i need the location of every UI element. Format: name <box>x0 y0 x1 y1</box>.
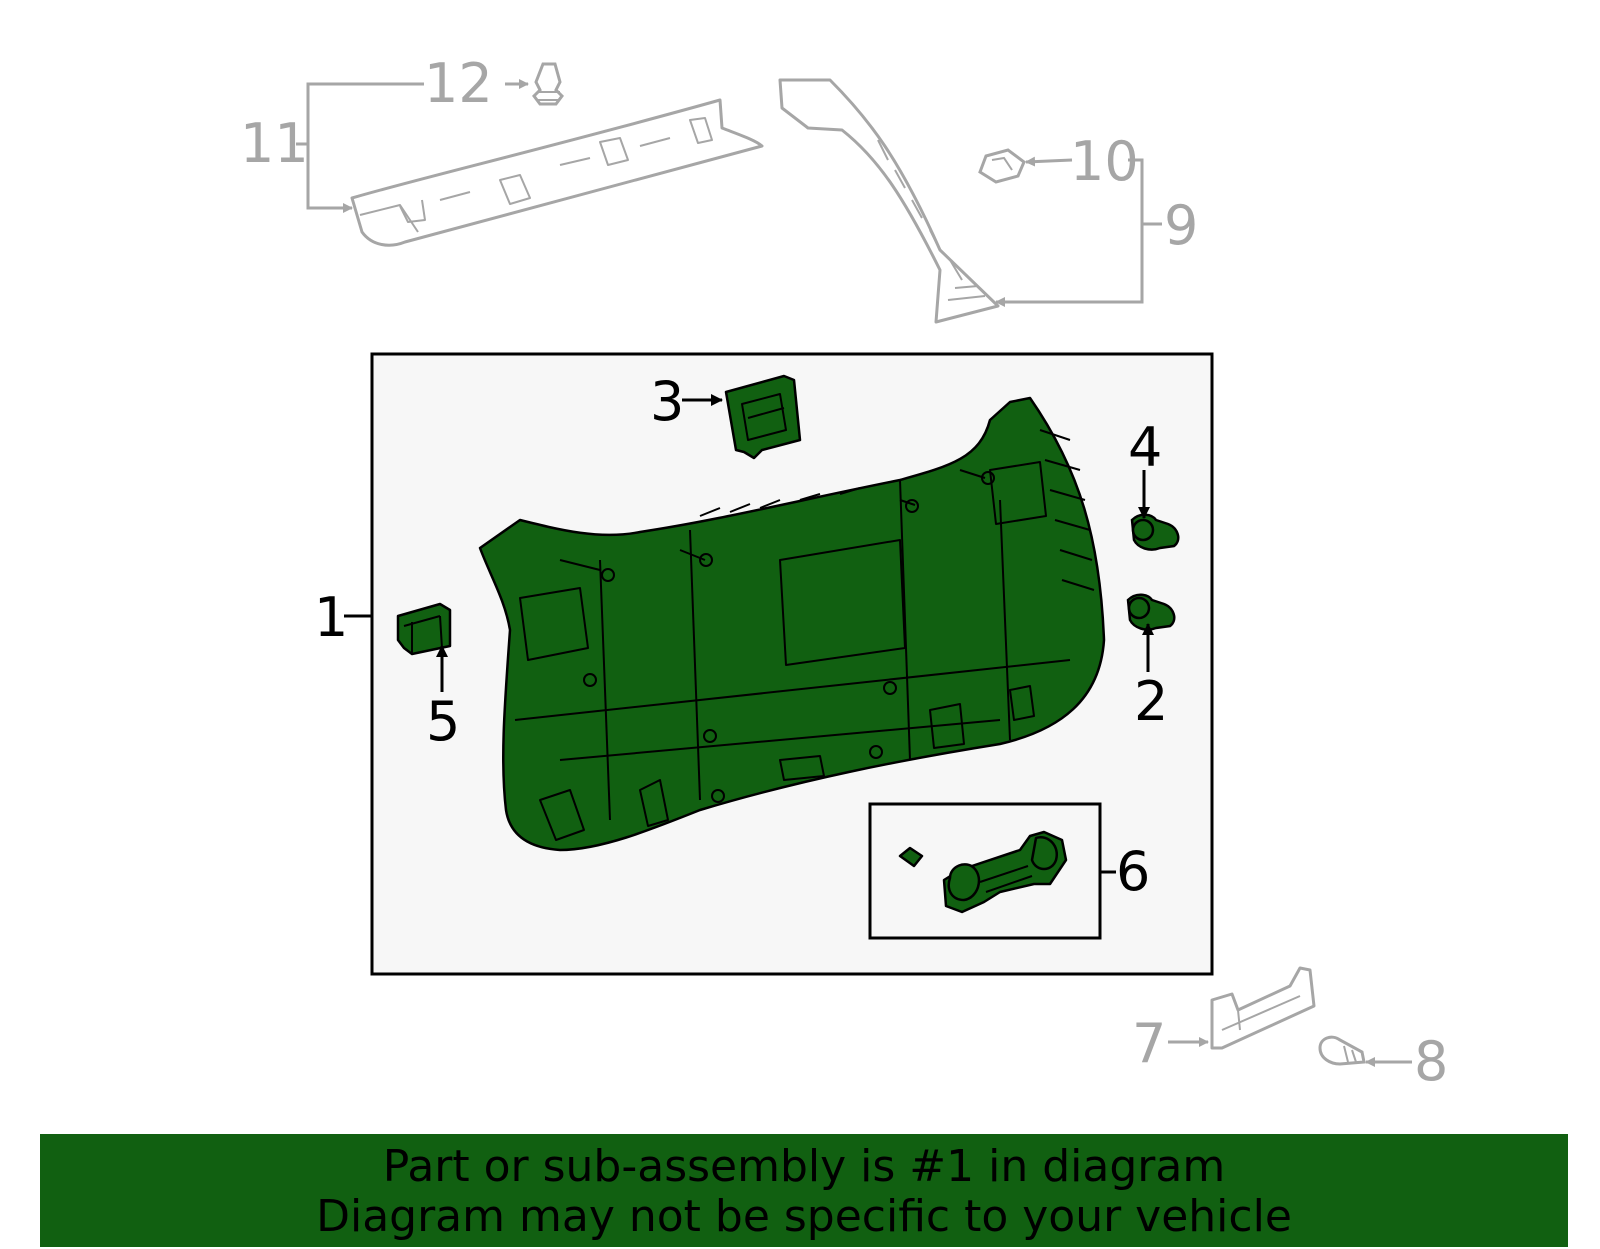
grey-lower-leader-lines <box>1168 1037 1412 1067</box>
callout-3: 3 <box>650 370 684 433</box>
callout-12: 12 <box>424 52 493 115</box>
callout-10: 10 <box>1070 130 1139 193</box>
pillar-garnish-part-9 <box>778 78 1000 324</box>
callout-7: 7 <box>1132 1012 1166 1075</box>
callout-11: 11 <box>240 112 309 175</box>
grey-leader-lines <box>296 79 1162 307</box>
screw-part-8 <box>1318 1035 1366 1066</box>
callout-1: 1 <box>314 586 348 649</box>
cover-part-3 <box>724 374 802 460</box>
info-banner: Part or sub-assembly is #1 in diagram Di… <box>40 1134 1568 1247</box>
banner-line-2: Diagram may not be specific to your vehi… <box>316 1191 1292 1242</box>
back-door-trim-board-part-1 <box>478 396 1106 852</box>
callout-4: 4 <box>1128 416 1162 479</box>
black-leader-lines <box>344 394 1154 874</box>
callout-5: 5 <box>426 690 460 753</box>
callout-2: 2 <box>1134 670 1168 733</box>
upper-trim-strip-part-11 <box>350 98 764 247</box>
callout-8: 8 <box>1414 1030 1448 1093</box>
bracket-part-7 <box>1210 966 1316 1050</box>
push-clip-part-12 <box>532 62 564 106</box>
banner-line-1: Part or sub-assembly is #1 in diagram <box>382 1141 1226 1192</box>
callout-9: 9 <box>1164 194 1198 257</box>
callout-6: 6 <box>1116 840 1150 903</box>
pull-handle-part-6 <box>898 830 1068 914</box>
clip-part-2 <box>1126 593 1176 631</box>
clip-part-10 <box>978 148 1026 184</box>
pad-part-5 <box>396 602 452 656</box>
